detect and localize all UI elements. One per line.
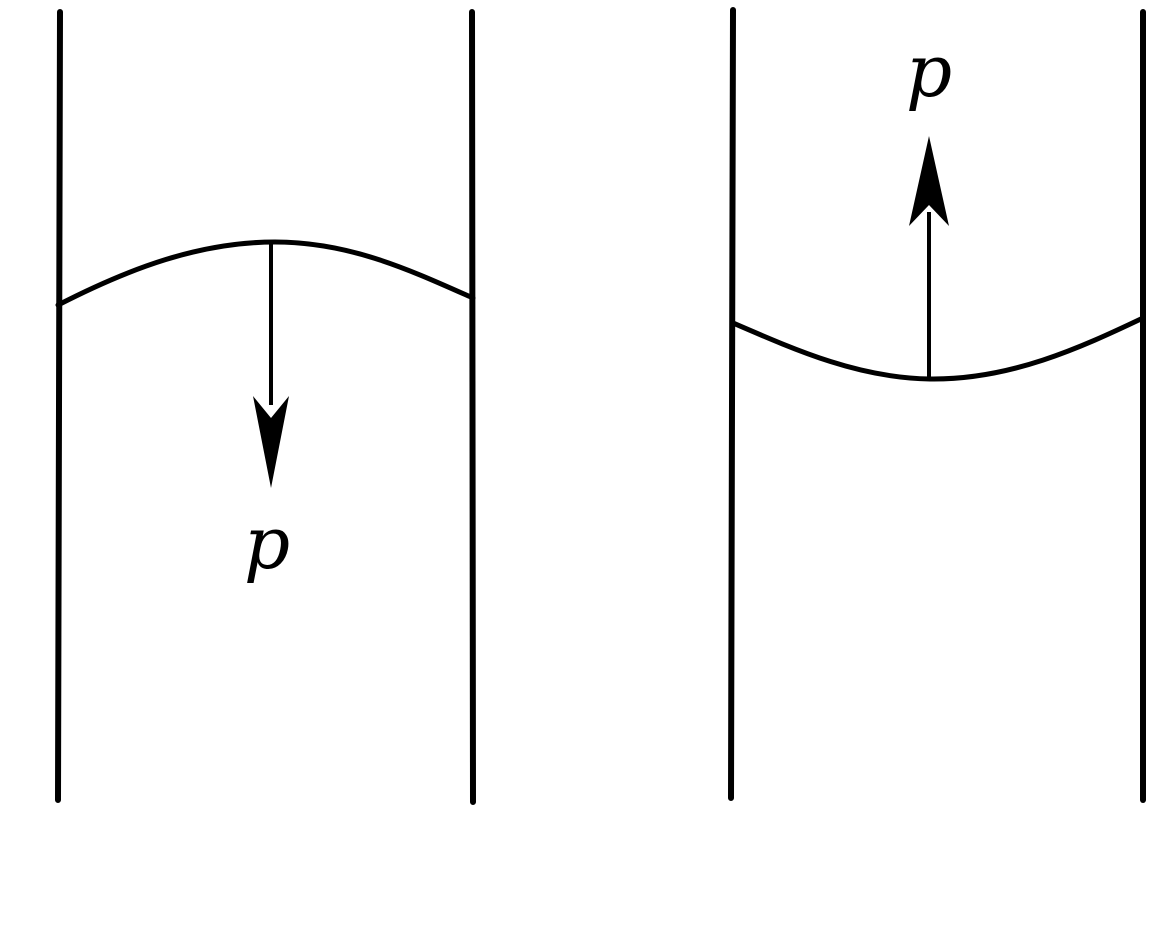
left-pressure-label: p [244, 501, 290, 585]
left-pressure-arrow-head [253, 396, 289, 488]
left-convex-meniscus [55, 239, 476, 308]
right-concave-meniscus [730, 315, 1146, 382]
right-pressure-arrow-head [909, 136, 949, 226]
right-pressure-label: p [906, 29, 952, 113]
left-tube-right-wall [469, 9, 476, 805]
left-panel: p [55, 9, 476, 805]
right-panel: p [728, 7, 1146, 803]
right-tube-left-wall [728, 7, 736, 801]
left-tube-left-wall [55, 9, 63, 803]
